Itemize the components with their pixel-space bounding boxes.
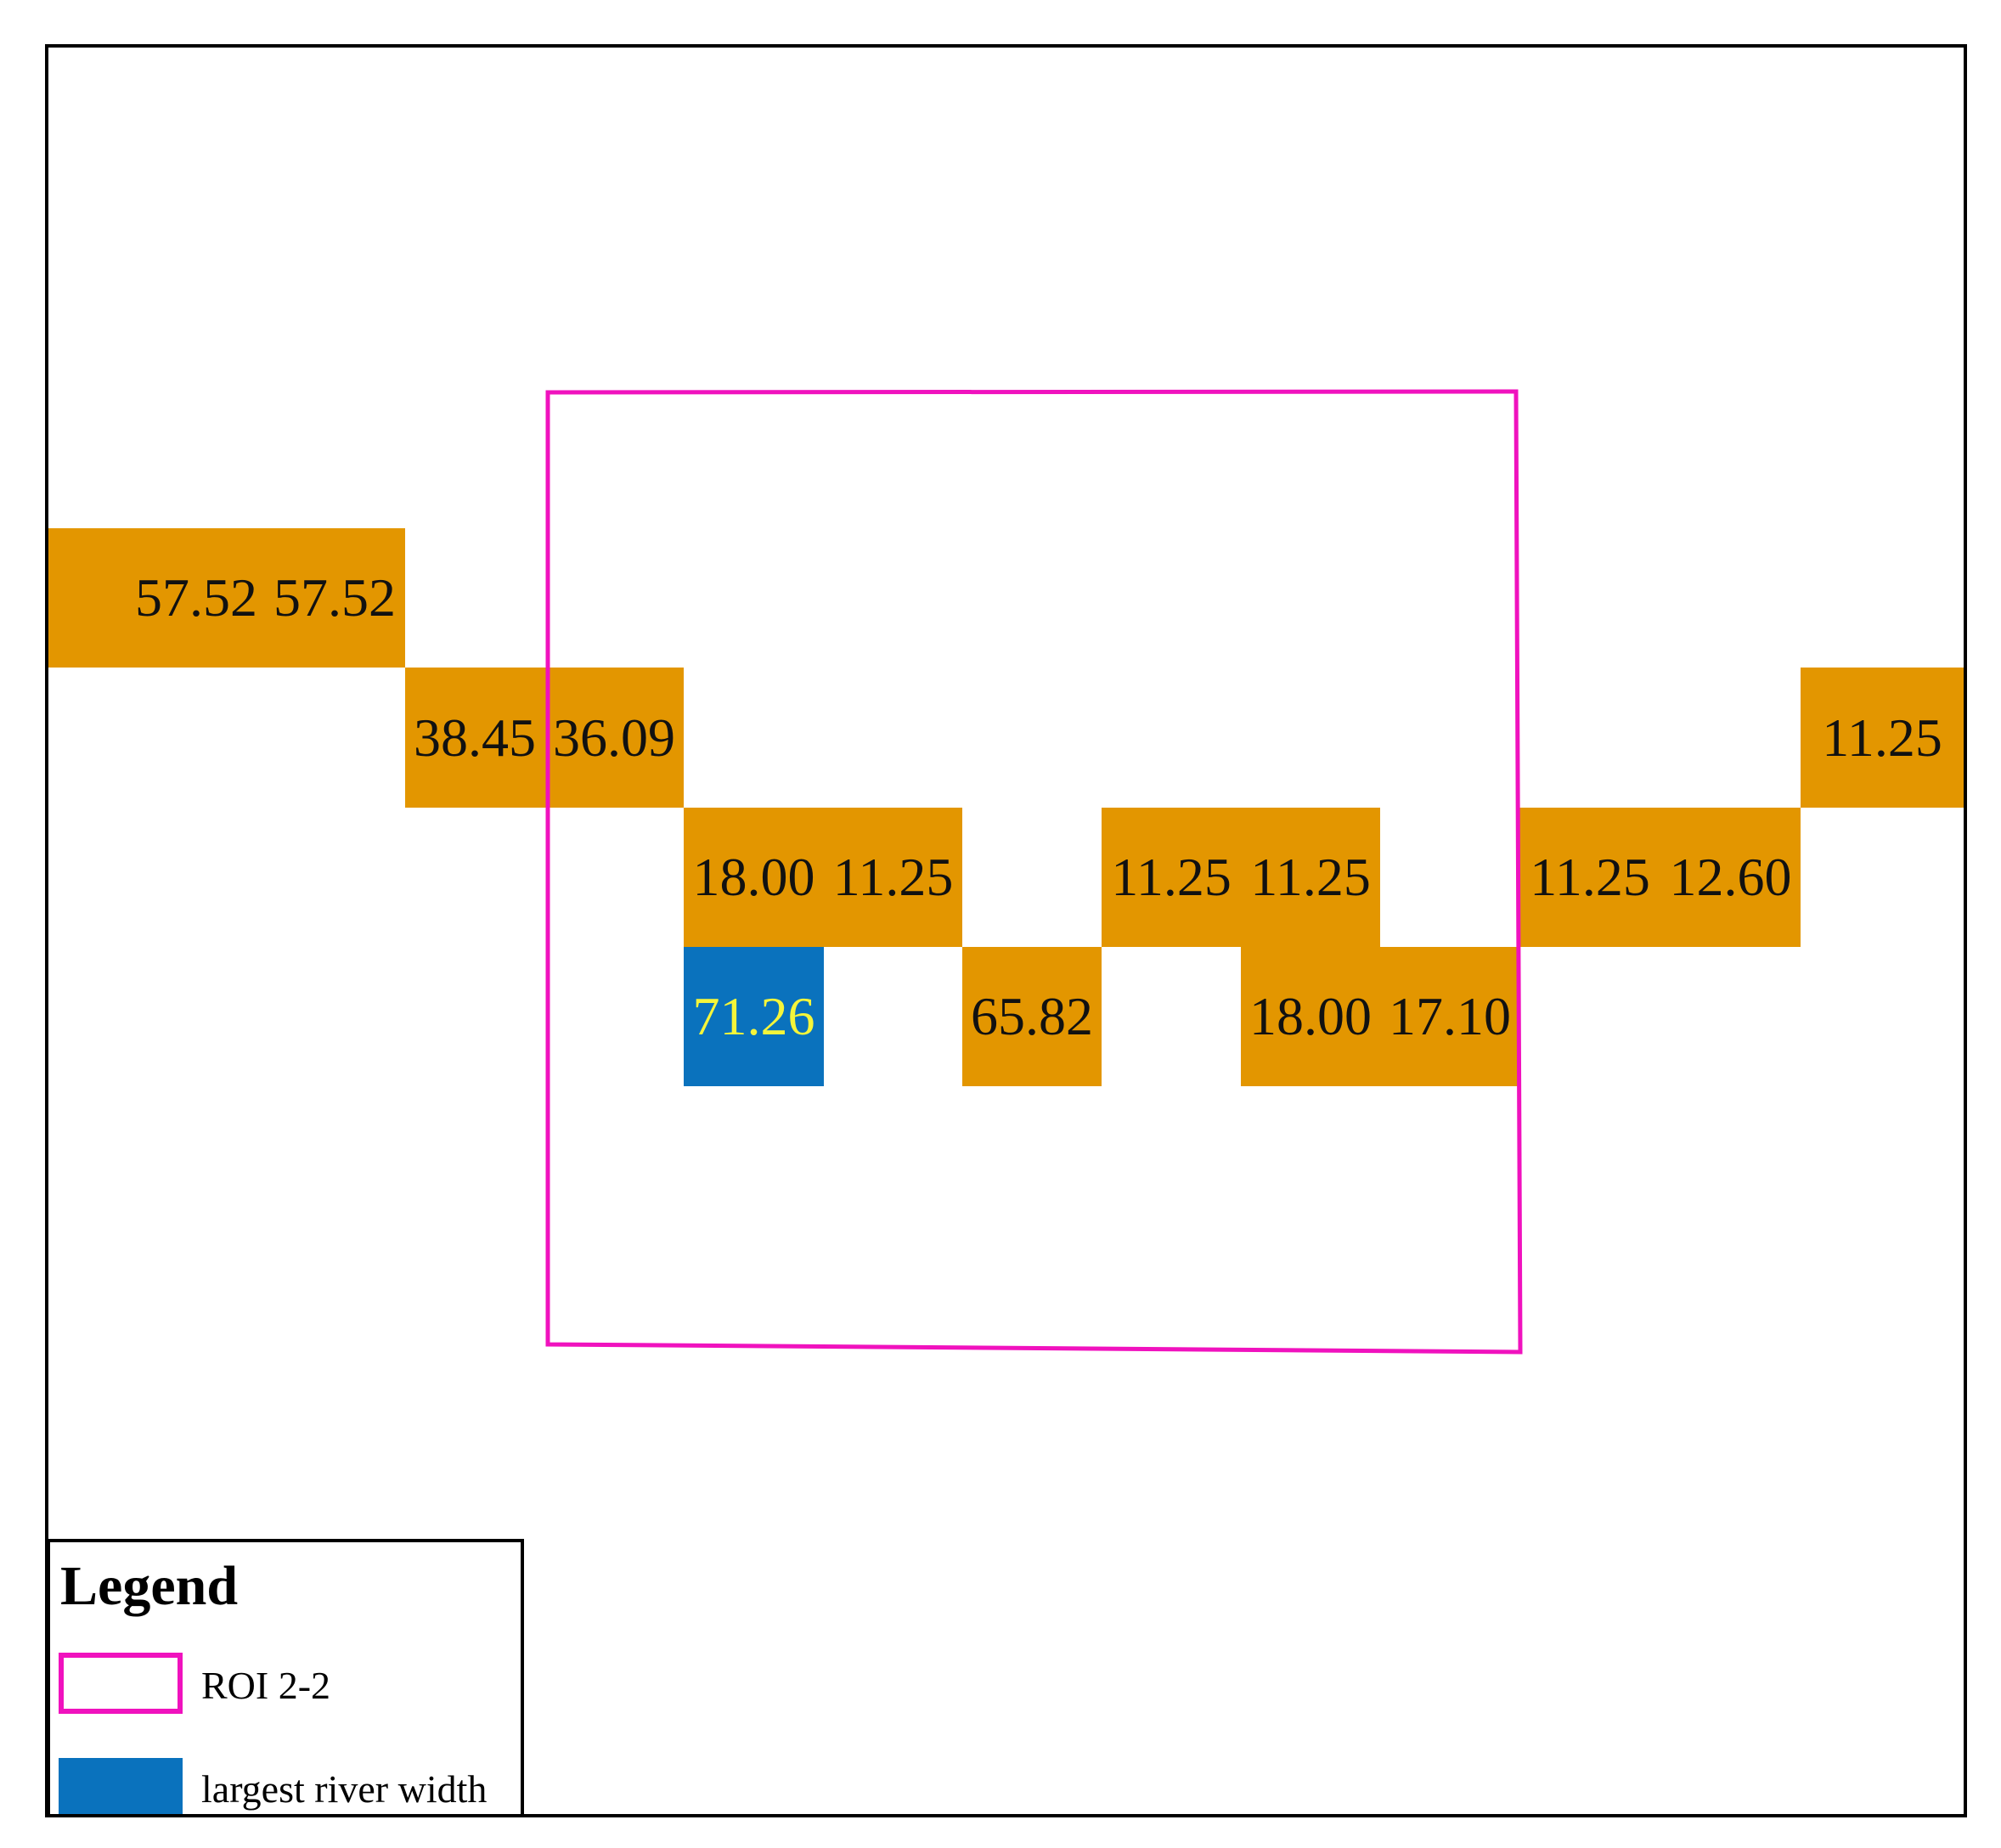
grid-cell-3: 38.45 — [405, 668, 544, 808]
roi-swatch — [59, 1653, 183, 1714]
cell-value: 11.25 — [1250, 847, 1371, 907]
cell-value: 57.52 — [135, 567, 257, 628]
grid-cell-6: 11.25 — [824, 808, 962, 947]
legend: Legend ROI 2-2 largest river width — [47, 1539, 524, 1817]
cell-value: 18.00 — [1249, 986, 1372, 1046]
grid-cell-9: 11.25 — [1519, 808, 1660, 947]
cell-value: 11.25 — [1111, 847, 1232, 907]
grid-cell-12: 71.26 — [684, 947, 824, 1086]
cell-value: 17.10 — [1389, 986, 1511, 1046]
grid-cell-5: 18.00 — [684, 808, 824, 947]
grid-cell-1: 57.52 — [48, 528, 264, 668]
grid-cell-14: 18.00 — [1241, 947, 1380, 1086]
cell-value: 11.25 — [832, 847, 954, 907]
grid-cell-13: 65.82 — [962, 947, 1102, 1086]
cell-value: 36.09 — [553, 707, 675, 768]
cell-value: 18.00 — [692, 847, 815, 907]
grid-cell-11: 11.25 — [1801, 668, 1964, 808]
cell-value: 11.25 — [1822, 707, 1942, 768]
cell-value: 38.45 — [414, 707, 536, 768]
roi-legend-label: ROI 2-2 — [201, 1664, 331, 1707]
grid-cell-2: 57.52 — [264, 528, 405, 668]
cell-value: 57.52 — [273, 567, 396, 628]
cell-value: 11.25 — [1530, 847, 1650, 907]
grid-cell-7: 11.25 — [1102, 808, 1241, 947]
cell-value: 71.26 — [692, 986, 815, 1046]
grid-cell-4: 36.09 — [544, 668, 684, 808]
largest-width-swatch — [59, 1758, 183, 1814]
largest-width-legend-label: largest river width — [201, 1767, 488, 1811]
grid-cell-15: 17.10 — [1380, 947, 1519, 1086]
grid-cell-10: 12.60 — [1660, 808, 1801, 947]
cell-value: 12.60 — [1669, 847, 1792, 907]
grid-cell-8: 11.25 — [1241, 808, 1380, 947]
cell-value: 65.82 — [971, 986, 1093, 1046]
legend-title: Legend — [60, 1555, 239, 1617]
